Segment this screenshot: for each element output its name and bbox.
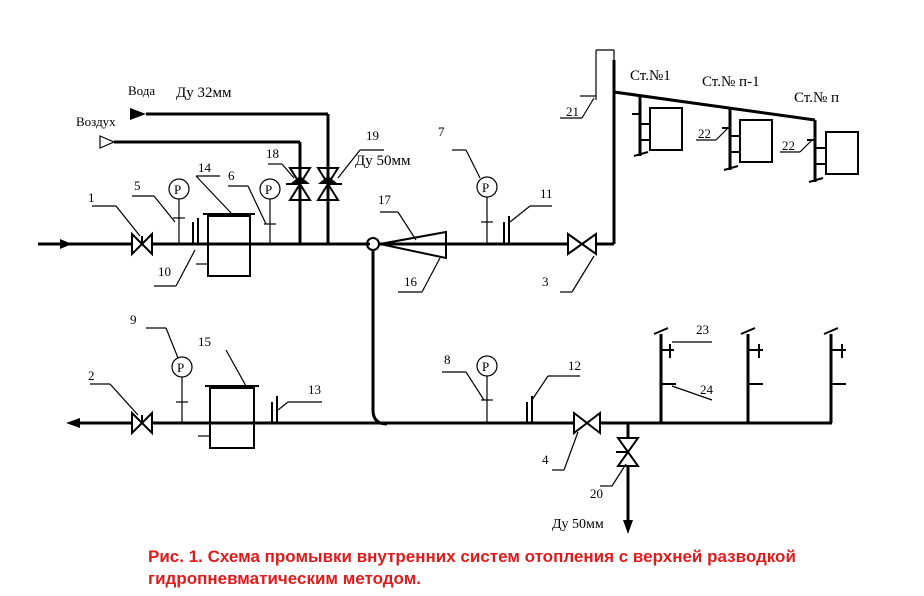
num-13: 13 [308,382,321,397]
valve-4 [573,410,601,436]
thermometer-11 [503,216,510,244]
num-5: 5 [134,178,141,193]
num-8: 8 [444,352,451,367]
num-24: 24 [700,382,714,397]
num-14: 14 [198,160,212,175]
num-17: 17 [378,192,392,207]
pressure-gauge-9: P [171,356,193,423]
injector-16 [366,230,447,260]
riser-n-1 [722,108,773,171]
label-du50-top: Ду 50мм [355,153,411,169]
num-7: 7 [438,124,445,139]
return-riser-3 [823,327,846,423]
num-9: 9 [130,312,137,327]
label-riser-n-1: Ст.№ п-1 [702,74,760,90]
pressure-gauge-8: P [476,355,498,423]
thermometer-12 [526,396,533,423]
gauge-letter: P [177,360,184,375]
valve-19 [316,167,342,201]
valve-1 [131,231,153,257]
air-inlet [99,135,302,244]
num-23: 23 [696,322,709,337]
label-riser-1: Ст.№1 [630,68,671,84]
label-du50-bottom: Ду 50мм [552,517,604,532]
mud-collector-15 [198,385,259,449]
return-line [66,418,832,428]
valve-3 [567,232,597,256]
mud-collector-14 [196,213,255,277]
gauge-letter: P [174,182,181,197]
num-19: 19 [366,128,379,143]
return-riser-2 [740,327,763,423]
label-air: Воздух [76,114,116,129]
pressure-gauge-7: P [476,176,498,244]
gauge-letter: P [482,180,489,195]
label-du32: Ду 32мм [176,85,232,101]
num-21: 21 [566,104,579,119]
num-22a: 22 [698,126,711,141]
labels: Вода Ду 32мм Воздух Ду 50мм Ду 50мм Ст.№… [76,68,839,532]
distribution-line [613,90,816,122]
valve-2 [131,410,153,436]
num-10: 10 [158,264,171,279]
riser-n [807,120,859,183]
num-22b: 22 [782,138,795,153]
num-6: 6 [228,168,235,183]
gauge-letter: P [265,182,272,197]
num-12: 12 [568,358,581,373]
num-11: 11 [540,186,553,201]
label-riser-n: Ст.№ п [794,90,839,106]
riser-top-vent [580,49,615,100]
num-2: 2 [88,368,95,383]
pressure-gauge-6: P [259,178,281,244]
leader-lines [90,97,813,487]
riser-1 [632,96,683,157]
gauge-letter: P [482,359,489,374]
valve-18 [286,167,312,201]
thermometer-13 [271,396,278,423]
num-15: 15 [198,334,211,349]
num-1: 1 [88,190,95,205]
return-riser-1 [653,327,676,423]
num-18: 18 [266,146,279,161]
figure-caption: Рис. 1. Схема промывки внутренних систем… [148,547,796,588]
num-3: 3 [542,274,549,289]
supply-line [38,60,616,249]
thermometer-10 [192,218,199,244]
label-water: Вода [128,83,155,98]
num-4: 4 [542,452,549,467]
num-20: 20 [590,486,603,501]
drain-valve-20 [616,423,640,534]
pressure-gauge-5: P [168,178,190,244]
num-16: 16 [404,274,418,289]
